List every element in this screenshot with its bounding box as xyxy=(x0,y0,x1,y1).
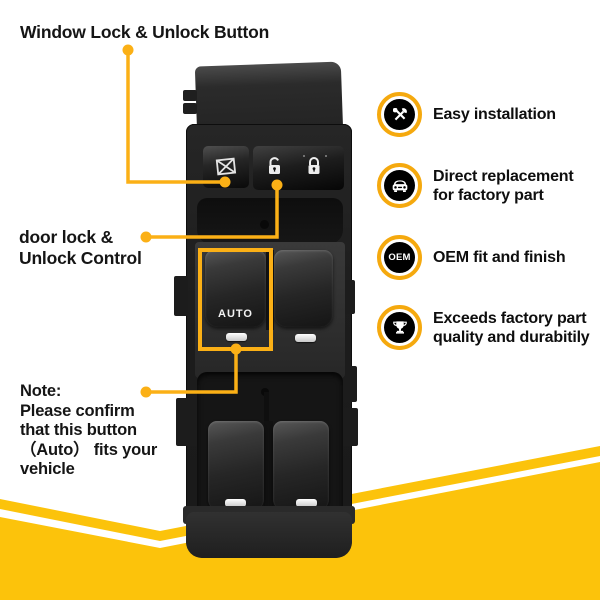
switch-bottom-cap xyxy=(186,512,352,558)
feature-icon-ring xyxy=(377,163,422,208)
car-icon xyxy=(384,170,415,201)
auto-button-label: AUTO xyxy=(218,308,253,320)
feature-line: Direct replacement xyxy=(433,167,574,185)
button-divider xyxy=(264,392,269,426)
feature-item: Exceeds factory part quality and durabit… xyxy=(377,305,590,350)
note-line: Please confirm xyxy=(20,401,135,420)
tools-icon xyxy=(384,99,415,130)
button-slot-indicator xyxy=(225,499,246,507)
note-line: Note: xyxy=(20,382,62,400)
feature-item: OEM OEM fit and finish xyxy=(377,235,566,280)
front-left-window-button: AUTO xyxy=(205,250,266,327)
screw-nub xyxy=(260,220,269,229)
switch-mount-tab xyxy=(342,408,358,446)
indicator-dot xyxy=(325,155,327,157)
feature-icon-ring xyxy=(377,92,422,137)
window-lock-label: Window Lock & Unlock Button xyxy=(20,22,270,42)
feature-line: for factory part xyxy=(433,186,544,204)
rear-left-window-button xyxy=(208,421,264,512)
switch-upper-recess xyxy=(197,198,343,244)
rear-right-window-button xyxy=(273,421,329,512)
button-divider xyxy=(264,421,273,516)
note-label: Note: Please confirm that this button （A… xyxy=(20,382,157,480)
unlock-icon xyxy=(269,157,280,174)
switch-mount-tab xyxy=(176,398,198,446)
feature-line: Easy installation xyxy=(433,106,556,123)
oem-badge-icon: OEM xyxy=(384,242,415,273)
feature-text: Exceeds factory part quality and durabit… xyxy=(433,309,590,347)
feature-line: quality and durabitily xyxy=(433,328,590,346)
feature-item: Direct replacement for factory part xyxy=(377,163,574,208)
window-lock-icon xyxy=(215,157,236,176)
trophy-icon xyxy=(384,312,415,343)
button-slot-indicator xyxy=(296,499,317,507)
note-line: that this button xyxy=(20,421,137,439)
feature-item: Easy installation xyxy=(377,92,556,137)
button-slot-indicator xyxy=(226,333,247,341)
door-lock-label-line: Unlock Control xyxy=(19,248,142,268)
window-lock-button xyxy=(203,146,249,188)
note-line: vehicle xyxy=(20,460,75,478)
feature-text: Easy installation xyxy=(433,105,556,124)
button-slot-indicator xyxy=(295,334,316,342)
door-lock-label-line: door lock & xyxy=(19,227,114,247)
switch-mount-tab xyxy=(342,366,357,402)
door-lock-rocker xyxy=(253,146,344,190)
door-lock-label: door lock & Unlock Control xyxy=(19,227,142,269)
lock-icon xyxy=(308,157,320,174)
feature-line: Exceeds factory part xyxy=(433,309,587,327)
indicator-dot xyxy=(303,155,305,157)
switch-mount-tab xyxy=(183,90,197,101)
feature-icon-ring xyxy=(377,305,422,350)
feature-text: OEM fit and finish xyxy=(433,248,566,267)
feature-line: OEM fit and finish xyxy=(433,249,566,266)
front-right-window-button xyxy=(274,250,333,327)
switch-mount-tab xyxy=(183,103,197,114)
feature-icon-ring: OEM xyxy=(377,235,422,280)
feature-text: Direct replacement for factory part xyxy=(433,167,574,205)
switch-mount-tab xyxy=(342,280,355,314)
oem-badge-text: OEM xyxy=(388,252,411,263)
button-divider xyxy=(266,250,274,330)
note-line: （Auto） fits your xyxy=(20,440,158,459)
switch-mount-tab xyxy=(174,276,188,316)
